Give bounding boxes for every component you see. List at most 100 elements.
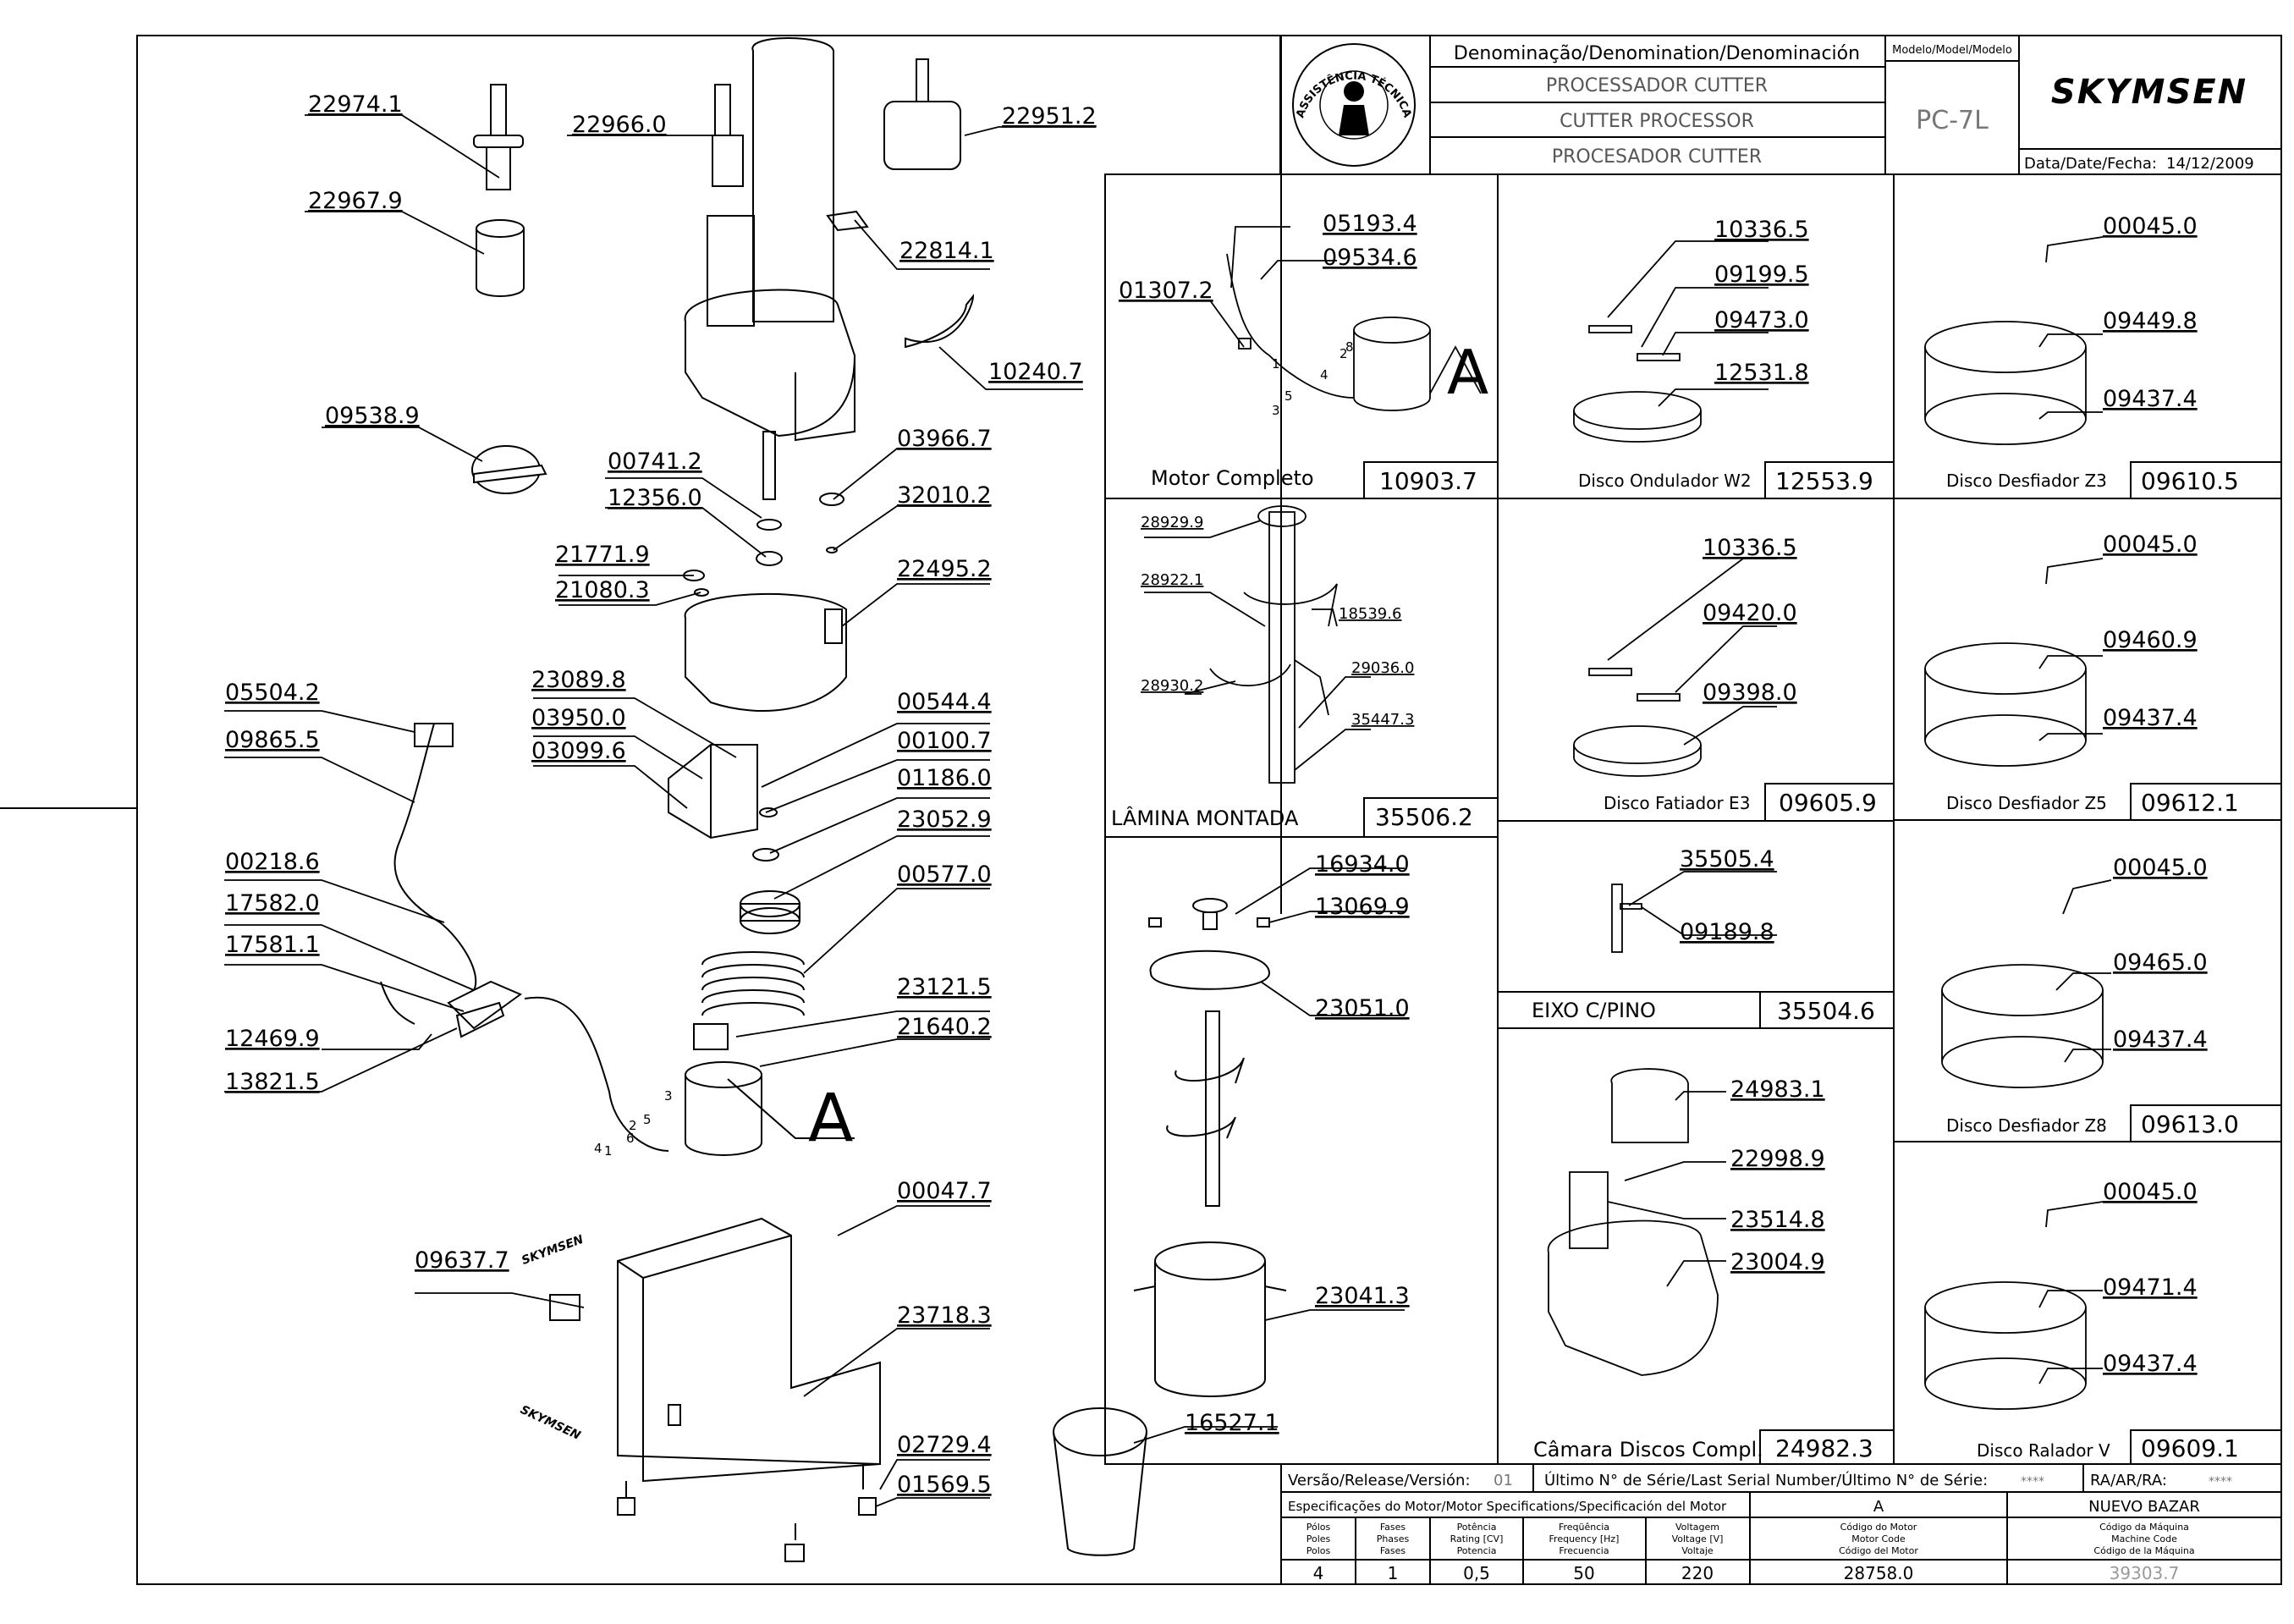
part-label: 16934.0 [1315,851,1410,878]
part-label: 13069.9 [1315,894,1410,920]
part-label: 32010.2 [897,482,992,509]
col-motor-2: Motor Code [1851,1533,1906,1544]
lamina-part-label: 18539.6 [1339,605,1401,623]
z5-caption: Disco Desfiador Z5 [1946,793,2107,813]
svg-text:ASSISTÊNCIA TÉCNICA AUTORIZADA: ASSISTÊNCIA TÉCNICA AUTORIZADA [0,0,1414,119]
lamina-code: 35506.2 [1375,803,1473,831]
part-label: 16527.1 [1185,1410,1279,1436]
col-volt-3: Voltaje [1681,1545,1714,1556]
wire-number: 6 [626,1131,635,1146]
wire-number: 2 [629,1118,637,1133]
motor-part-label: 09534.6 [1323,245,1417,271]
part-label: 13821.5 [225,1069,320,1095]
part-label: 00100.7 [897,728,992,754]
motor-panel-letter: A [1447,337,1488,408]
part-label: 09538.9 [325,403,420,429]
col-poles-3: Polos [1307,1545,1331,1556]
serial-label: Último N° de Série/Last Serial Number/Úl… [1544,1471,1988,1489]
part-label: 17581.1 [225,932,320,958]
fatiador-part-label: 09420.0 [1703,600,1797,626]
col-machine-2: Machine Code [2111,1533,2177,1544]
camara-part-label: 22998.9 [1730,1146,1825,1172]
col-volt-1: Voltagem [1675,1522,1719,1533]
col-freq-2: Frequency [Hz] [1549,1533,1620,1544]
ondulador-part-label: 09199.5 [1714,261,1809,288]
camara-part-label: 24983.1 [1730,1076,1825,1103]
z8-code: 09613.0 [2141,1110,2239,1138]
logo-sticker: SKYMSEN [518,1403,582,1443]
motor-callout-letter: A [808,1081,853,1157]
part-label: 22967.9 [308,188,403,214]
part-label: 03099.6 [531,738,626,764]
lamina-part-label: 28929.9 [1141,514,1203,531]
col-motor-3: Código del Motor [1839,1545,1918,1556]
part-label: 22951.2 [1002,103,1097,129]
brand-logo: SKYMSEN [2051,73,2247,112]
part-label: 21771.9 [555,542,650,568]
z5-part-label: 09437.4 [2103,705,2198,731]
spec-code: A [1873,1498,1884,1516]
val-machine-code: 39303.7 [2110,1563,2180,1583]
eixo-caption: EIXO C/PINO [1532,999,1656,1022]
wire-number: 3 [664,1088,673,1104]
part-label: 10240.7 [988,359,1083,385]
part-label: 01186.0 [897,765,992,791]
col-phases-3: Fases [1380,1545,1406,1556]
lamina-caption: LÂMINA MONTADA [1111,806,1299,830]
z3-part-label: 09437.4 [2103,386,2198,412]
part-label: 00741.2 [608,449,702,475]
eixo-part-label: 09189.8 [1680,919,1774,945]
title-block: ASSISTÊNCIA TÉCNICA AUTORIZADA Denominaç… [0,0,2282,175]
val-phases: 1 [1388,1563,1399,1583]
ondulador-part-label: 12531.8 [1714,360,1809,386]
ralador-caption: Disco Ralador V [1977,1440,2110,1461]
val-freq: 50 [1573,1563,1594,1583]
part-label: 02729.4 [897,1432,992,1458]
part-label: 09637.7 [415,1247,509,1274]
col-freq-3: Frecuencia [1559,1545,1609,1556]
col-poles-2: Poles [1307,1533,1331,1544]
motor-caption: Motor Completo [1151,466,1314,490]
col-power-1: Potência [1457,1522,1497,1533]
lamina-part-label: 29036.0 [1351,659,1414,677]
z8-part-label: 00045.0 [2113,855,2208,881]
motor-wire-number: 5 [1285,388,1293,404]
motor-part-label: 01307.2 [1119,278,1213,304]
denomination-label: Denominação/Denomination/Denominación [1454,43,1860,64]
col-volt-2: Voltage [V] [1672,1533,1724,1544]
footer-table: Versão/Release/Versión: 01 Último N° de … [1280,1463,2282,1585]
motor-wire-number: 4 [1320,367,1329,383]
col-poles-1: Pólos [1307,1522,1331,1533]
part-label: 22974.1 [308,91,403,118]
seal-text: ASSISTÊNCIA TÉCNICA AUTORIZADA [0,0,1414,119]
model-label: Modelo/Model/Modelo [1892,44,2012,57]
ralador-code: 09609.1 [2141,1434,2239,1462]
version-label: Versão/Release/Versión: [1288,1472,1471,1489]
serial-value: **** [2021,1475,2044,1489]
ralador-part-label: 09437.4 [2103,1351,2198,1377]
camara-part-label: 23004.9 [1730,1249,1825,1275]
version-value: 01 [1494,1472,1513,1489]
part-label: 00577.0 [897,862,992,888]
fatiador-part-label: 09398.0 [1703,680,1797,706]
ondulador-part-label: 10336.5 [1714,217,1809,243]
col-phases-1: Fases [1380,1522,1406,1533]
part-label: 23052.9 [897,806,992,833]
camara-part-label: 23514.8 [1730,1207,1825,1233]
col-machine-3: Código de la Máquina [2093,1545,2194,1556]
panel-labels: 05193.4 09534.6 01307.2 A 1 2 3 4 5 8 Mo… [1111,211,2239,1462]
z5-code: 09612.1 [2141,789,2239,817]
lamina-part-label: 28922.1 [1141,571,1203,589]
part-label: 05504.2 [225,680,320,706]
main-parts-drawing [380,37,1287,1562]
ralador-part-label: 00045.0 [2103,1179,2198,1205]
part-label: 23051.0 [1315,995,1410,1021]
val-volt: 220 [1681,1563,1714,1583]
col-power-2: Rating [CV] [1450,1533,1504,1544]
part-label: 00544.4 [897,689,992,715]
part-label: 21640.2 [897,1014,992,1040]
col-power-3: Potencia [1457,1545,1497,1556]
spec-label: Especificações do Motor/Motor Specificat… [1288,1499,1727,1514]
fatiador-part-label: 10336.5 [1703,535,1797,561]
